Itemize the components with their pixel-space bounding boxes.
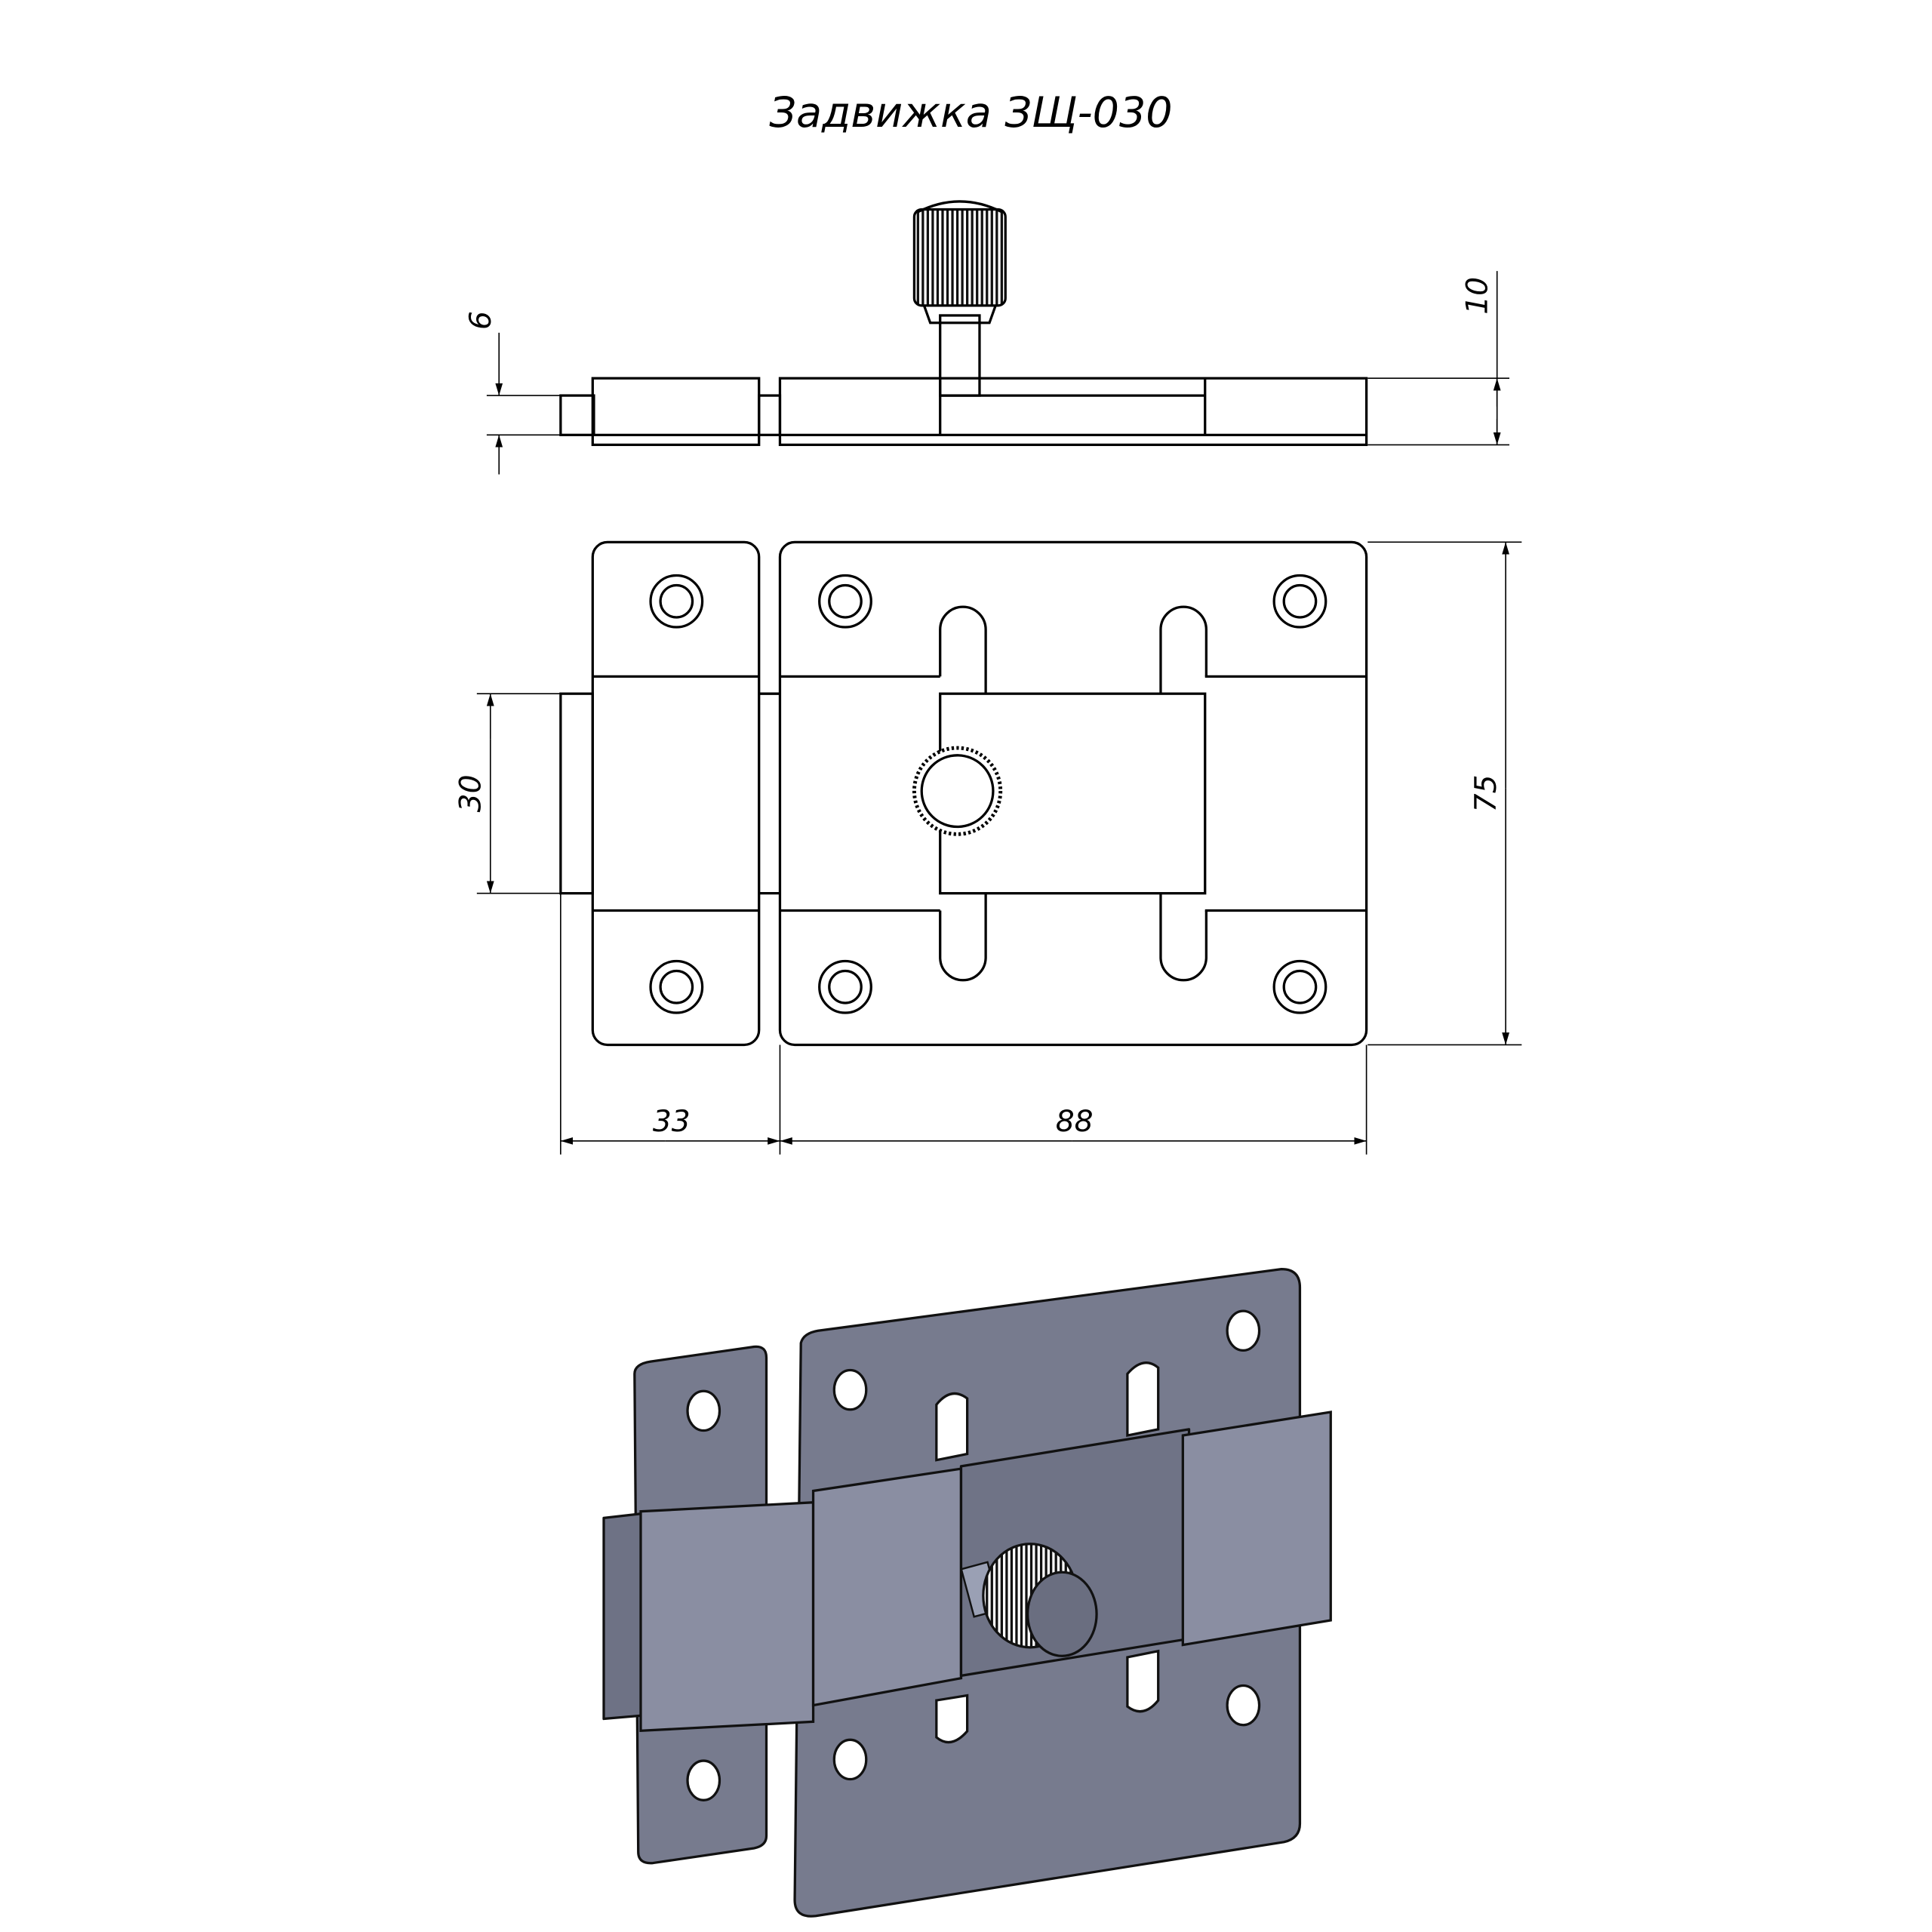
dim-keeper-length: 33 (653, 1105, 691, 1139)
knob-front (912, 746, 1003, 836)
latch-3d-render (602, 1268, 1332, 1918)
drawing-title: Задвижка ЗЩ-030 (769, 88, 1172, 137)
dim-bolt-thickness: 6 (464, 311, 498, 330)
side-view: 6 10 (464, 200, 1509, 475)
dim-plate-height: 10 (1461, 277, 1495, 315)
knob-side (912, 208, 1007, 307)
front-view: 30 75 33 88 (454, 540, 1522, 1155)
dim-plate-width: 75 (1469, 774, 1503, 812)
dim-plate-length: 88 (1056, 1105, 1094, 1139)
dim-bolt-width: 30 (454, 774, 488, 812)
